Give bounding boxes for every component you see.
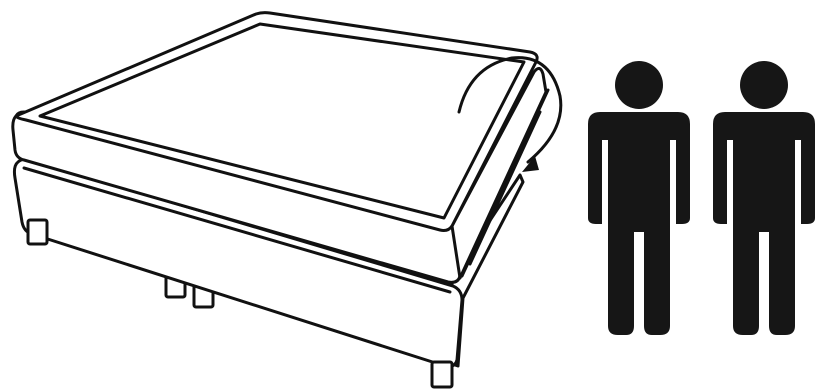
bed-leg-front-right	[432, 362, 452, 387]
person-left-head	[615, 61, 663, 109]
bed-leg-front-left	[28, 220, 47, 244]
person-icon-right	[713, 61, 815, 335]
person-left-body	[588, 112, 690, 335]
person-right-body	[713, 112, 815, 335]
person-right-head	[740, 61, 788, 109]
person-icon-left	[588, 61, 690, 335]
